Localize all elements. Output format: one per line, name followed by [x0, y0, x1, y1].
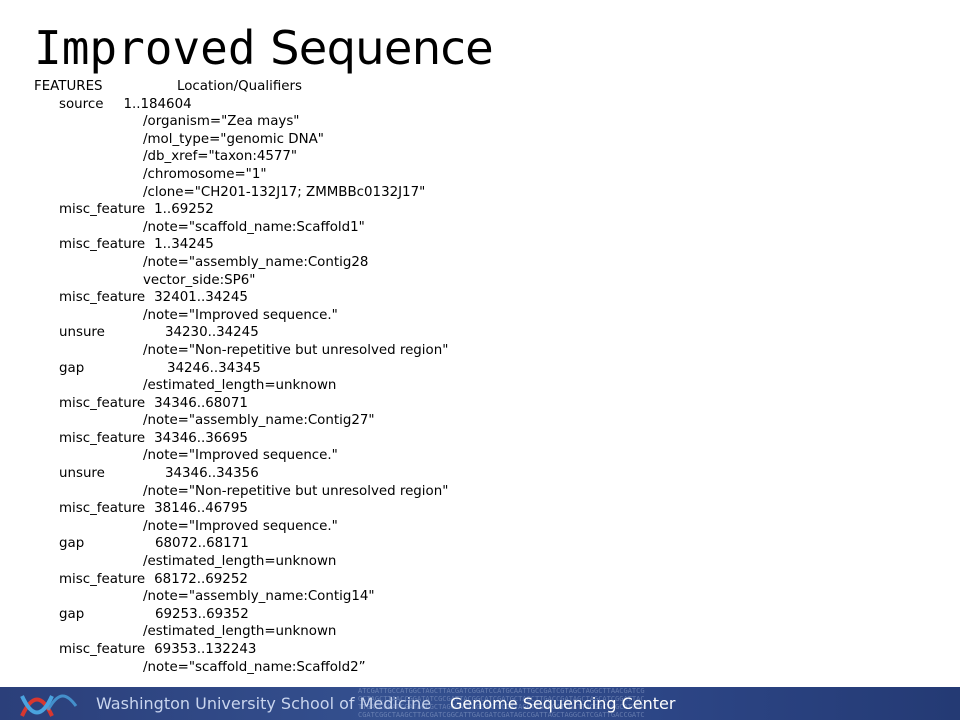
location-qualifiers-label: Location/Qualifiers — [177, 79, 302, 94]
qualifier-line: /organism="Zea mays" — [34, 113, 934, 131]
feature-key-line: misc_feature 34346..68071 — [34, 395, 934, 413]
features-table: FEATURES Location/Qualifiers source 1..18… — [34, 78, 934, 676]
feature-key-line: misc_feature 32401..34245 — [34, 289, 934, 307]
feature-key-line: misc_feature 69353..132243 — [34, 641, 934, 659]
qualifier-text: /note="Non-repetitive but unresolved reg… — [143, 342, 449, 358]
feature-key: misc_feature — [59, 571, 146, 587]
qualifier-text: /note="assembly_name:Contig28 — [143, 254, 369, 270]
qualifier-text: /note="Improved sequence." — [143, 307, 338, 323]
feature-location: 68172..69252 — [154, 571, 248, 587]
features-header: FEATURES Location/Qualifiers — [34, 78, 934, 96]
qualifier-line: /note="Improved sequence." — [34, 447, 934, 465]
qualifier-text: /estimated_length=unknown — [143, 378, 337, 394]
feature-key-line: misc_feature 68172..69252 — [34, 571, 934, 589]
school-name: Washington University School of Medicine — [96, 694, 432, 713]
qualifier-text: /estimated_length=unknown — [143, 554, 337, 570]
qualifier-line: /estimated_length=unknown — [34, 623, 934, 641]
qualifier-text: /note="Non-repetitive but unresolved reg… — [143, 483, 449, 499]
feature-key: misc_feature — [59, 430, 146, 446]
feature-key-line: misc_feature 1..34245 — [34, 236, 934, 254]
qualifier-line: /note="assembly_name:Contig14" — [34, 588, 934, 606]
feature-lines: source 1..184604/organism="Zea mays"/mol_… — [34, 96, 934, 677]
feature-key: misc_feature — [59, 395, 146, 411]
feature-key-line: misc_feature 1..69252 — [34, 201, 934, 219]
qualifier-text: /estimated_length=unknown — [143, 624, 337, 640]
qualifier-text: /chromosome="1" — [143, 166, 267, 182]
feature-key: misc_feature — [59, 202, 146, 218]
qualifier-text: vector_side:SP6" — [143, 272, 256, 288]
features-label: FEATURES — [34, 79, 103, 94]
feature-location: 1..34245 — [154, 237, 214, 253]
feature-location: 69253..69352 — [155, 606, 249, 622]
qualifier-text: /note="Improved sequence." — [143, 518, 338, 534]
feature-key-line: gap 69253..69352 — [34, 606, 934, 624]
feature-key: misc_feature — [59, 642, 146, 657]
qualifier-line: /chromosome="1" — [34, 166, 934, 184]
center-name: Genome Sequencing Center — [450, 694, 676, 713]
feature-location: 34246..34345 — [167, 360, 261, 376]
qualifier-line: /note="assembly_name:Contig28 — [34, 254, 934, 272]
feature-key-line: unsure 34346..34356 — [34, 465, 934, 483]
feature-key-line: gap 34246..34345 — [34, 360, 934, 378]
qualifier-text: /note="scaffold_name:Scaffold2” — [143, 659, 366, 675]
qualifier-line: /mol_type="genomic DNA" — [34, 131, 934, 149]
feature-location: 1..184604 — [123, 96, 192, 112]
feature-location: 68072..68171 — [155, 536, 249, 552]
feature-key-line: misc_feature 38146..46795 — [34, 500, 934, 518]
feature-key: misc_feature — [59, 290, 146, 306]
feature-location: 69353..132243 — [154, 642, 257, 657]
qualifier-line: /db_xref="taxon:4577" — [34, 148, 934, 166]
feature-key: unsure — [59, 466, 105, 482]
qualifier-text: /mol_type="genomic DNA" — [143, 131, 324, 147]
feature-key-line: misc_feature 34346..36695 — [34, 430, 934, 448]
title-word-sequence: Sequence — [270, 21, 494, 75]
qualifier-text: /db_xref="taxon:4577" — [143, 149, 298, 165]
feature-key: source — [59, 96, 104, 112]
qualifier-line: /note="Non-repetitive but unresolved reg… — [34, 483, 934, 501]
feature-location: 34346..34356 — [165, 466, 259, 482]
qualifier-line: /note="scaffold_name:Scaffold1" — [34, 219, 934, 237]
feature-key: gap — [59, 360, 85, 376]
feature-location: 34346..68071 — [154, 395, 248, 411]
qualifier-text: /clone="CH201-132J17; ZMMBBc0132J17" — [143, 184, 426, 200]
qualifier-line: /note="Non-repetitive but unresolved reg… — [34, 342, 934, 360]
qualifier-line: /note="assembly_name:Contig27" — [34, 412, 934, 430]
feature-key: gap — [59, 606, 85, 622]
qualifier-text: /note="Improved sequence." — [143, 448, 338, 464]
feature-key: gap — [59, 536, 85, 552]
qualifier-line: vector_side:SP6" — [34, 272, 934, 290]
feature-key-line: gap 68072..68171 — [34, 535, 934, 553]
qualifier-text: /note="assembly_name:Contig14" — [143, 589, 375, 605]
title-word-improved: Improved — [34, 21, 256, 75]
dna-helix-icon — [20, 694, 78, 717]
feature-key: unsure — [59, 325, 105, 341]
qualifier-line: /clone="CH201-132J17; ZMMBBc0132J17" — [34, 184, 934, 202]
sequence-background-texture: ATCGATTGCCATGGCTAGCTTACGATCGGATCCATGCAAT… — [358, 687, 645, 719]
qualifier-line: /estimated_length=unknown — [34, 377, 934, 395]
qualifier-line: /note="Improved sequence." — [34, 307, 934, 325]
qualifier-line: /note="scaffold_name:Scaffold2” — [34, 659, 934, 677]
feature-key-line: source 1..184604 — [34, 96, 934, 114]
footer-banner: ATCGATTGCCATGGCTAGCTTACGATCGGATCCATGCAAT… — [0, 687, 960, 720]
slide-title: Improved Sequence — [34, 18, 494, 78]
feature-location: 34230..34245 — [165, 325, 259, 341]
feature-location: 34346..36695 — [154, 430, 248, 446]
feature-key: misc_feature — [59, 501, 146, 517]
feature-key: misc_feature — [59, 237, 146, 253]
qualifier-text: /organism="Zea mays" — [143, 114, 300, 130]
qualifier-line: /estimated_length=unknown — [34, 553, 934, 571]
feature-location: 32401..34245 — [154, 290, 248, 306]
qualifier-line: /note="Improved sequence." — [34, 518, 934, 536]
feature-key-line: unsure 34230..34245 — [34, 324, 934, 342]
feature-location: 38146..46795 — [154, 501, 248, 517]
feature-location: 1..69252 — [154, 202, 214, 218]
qualifier-text: /note="assembly_name:Contig27" — [143, 413, 375, 429]
qualifier-text: /note="scaffold_name:Scaffold1" — [143, 219, 365, 235]
